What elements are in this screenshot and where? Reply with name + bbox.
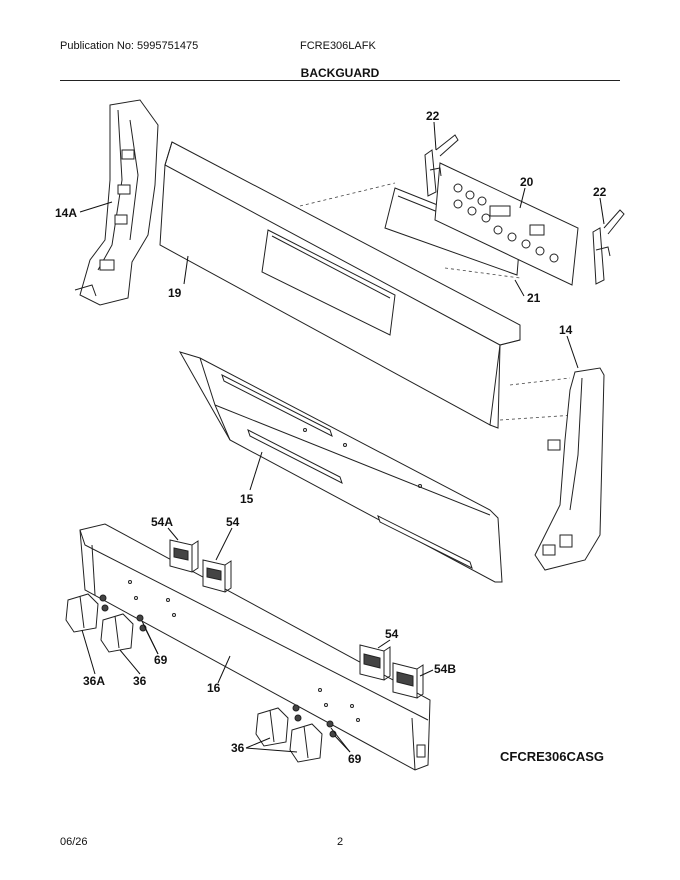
callout-54B: 54B <box>434 662 456 676</box>
switch-54A <box>169 539 199 573</box>
bracket-22-left <box>424 134 459 197</box>
diagram-code: CFCRE306CASG <box>500 749 605 764</box>
alignment-lines <box>299 182 576 421</box>
knob-36A <box>65 593 99 633</box>
callouts: 14A 19 22 20 22 21 14 15 54A 54 54 54B 6… <box>55 109 607 766</box>
manifold-panel-16 <box>79 523 431 771</box>
callout-20: 20 <box>520 175 534 189</box>
right-end-cap-14 <box>534 367 605 571</box>
switch-54B <box>392 662 424 699</box>
footer-date: 06/26 <box>60 836 88 848</box>
section-title: BACKGUARD <box>300 66 380 80</box>
bracket-22-right <box>592 209 625 285</box>
knob-36-lower-b <box>289 723 323 763</box>
publication-number: Publication No: 5995751475 <box>60 40 199 52</box>
callout-54A: 54A <box>151 515 173 529</box>
header-rule <box>60 80 620 81</box>
callout-15: 15 <box>240 492 254 506</box>
clips-69-lower <box>292 704 337 738</box>
knob-36-left <box>100 613 134 653</box>
switch-54-right <box>359 644 391 681</box>
callout-19: 19 <box>168 286 182 300</box>
callout-22-right: 22 <box>593 185 607 199</box>
knob-36-lower-a <box>255 707 289 747</box>
callout-69-upper: 69 <box>154 653 168 667</box>
callout-22-left: 22 <box>426 109 440 123</box>
callout-36-upper: 36 <box>133 674 147 688</box>
callout-69-lower: 69 <box>348 752 362 766</box>
control-board-20 <box>434 162 579 286</box>
callout-14A: 14A <box>55 206 77 220</box>
backguard-panel-19 <box>159 141 521 429</box>
model-number: FCRE306LAFK <box>300 40 376 52</box>
callout-54-upper: 54 <box>226 515 240 529</box>
leader-lines <box>79 121 605 753</box>
callout-21: 21 <box>527 291 541 305</box>
left-end-cap-14A <box>74 99 159 306</box>
callout-54-lower: 54 <box>385 627 399 641</box>
callout-36A: 36A <box>83 674 105 688</box>
switch-54-upper-left <box>202 559 232 593</box>
support-bracket-15 <box>178 351 503 583</box>
callout-16: 16 <box>207 681 221 695</box>
page-number: 2 <box>337 836 344 848</box>
callout-14: 14 <box>559 323 573 337</box>
callout-36-lower: 36 <box>231 741 245 755</box>
